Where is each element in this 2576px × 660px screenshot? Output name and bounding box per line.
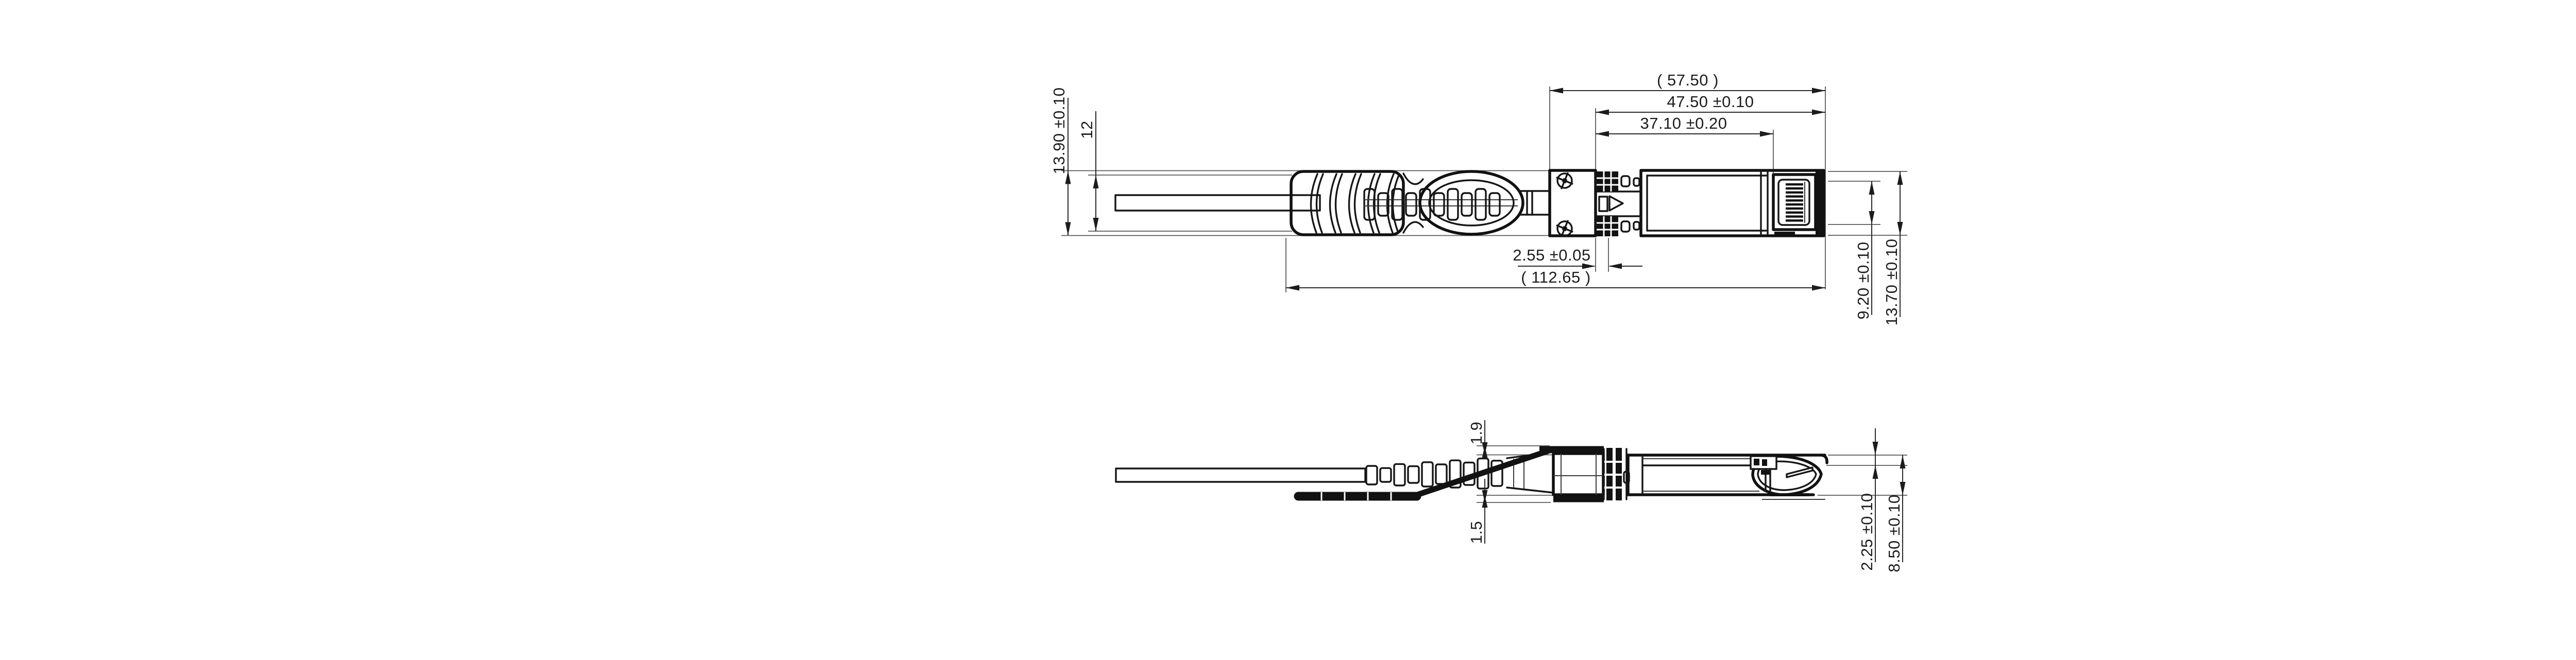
corrugation-tooth <box>1435 463 1448 485</box>
bail-latch-side <box>1750 455 1825 500</box>
contact-stripe <box>1786 191 1803 194</box>
dim-label: 13.70 ±0.10 <box>1883 238 1901 325</box>
corrugation-tooth <box>1393 463 1406 487</box>
dim-latch-offset: 2.55 ±0.05 <box>1513 246 1642 269</box>
contact-stripe <box>1786 211 1803 214</box>
contact-stripe <box>1786 187 1803 190</box>
dim-body-length: 37.10 ±0.20 <box>1596 114 1773 137</box>
contact-stripe <box>1786 195 1803 198</box>
screw-icon <box>1556 220 1573 237</box>
dim-housing-width: 13.70 ±0.10 <box>1883 171 1903 326</box>
emi-rings-side <box>1603 448 1628 500</box>
boot-barrel-top <box>1290 170 1424 236</box>
dim-label: 8.50 ±0.10 <box>1885 494 1903 572</box>
boot-rib <box>1392 173 1400 234</box>
dim-label: 2.55 ±0.05 <box>1513 246 1590 264</box>
corrugation-tooth <box>1405 192 1417 217</box>
corrugation-tooth <box>1475 188 1487 221</box>
dim-boot-body-width: 12 <box>1078 111 1099 231</box>
corrugation-tooth <box>1391 188 1403 221</box>
corrugation-tooth <box>1461 192 1473 217</box>
dim-tab-below-body: 1.5 <box>1467 479 1488 544</box>
side-view: 1.9 1.5 2.25 ±0.10 8.50 ±0.10 <box>1115 420 1907 572</box>
side-view-extension-lines <box>1477 445 1907 503</box>
dim-label: 1.5 <box>1467 521 1485 544</box>
boot-rib <box>1348 173 1357 234</box>
contact-stripe <box>1786 203 1803 206</box>
dim-label: ( 112.65 ) <box>1521 268 1590 286</box>
screw-plate-top <box>1548 169 1597 237</box>
corrugation-tooth <box>1490 460 1503 487</box>
dim-label: 37.10 ±0.20 <box>1640 114 1727 132</box>
boot-rib <box>1310 173 1318 234</box>
boot-rib <box>1315 173 1324 234</box>
boot-rib <box>1353 173 1362 234</box>
corrugation-tooth <box>1365 465 1378 485</box>
dim-top-step-height: 2.25 ±0.10 <box>1858 428 1878 571</box>
latch-detail-top <box>1595 170 1642 237</box>
dim-overall-housing-ref: ( 57.50 ) <box>1550 71 1825 94</box>
dim-housing-height: 8.50 ±0.10 <box>1885 455 1906 572</box>
contact-stripe <box>1786 199 1803 202</box>
corrugation-tooth <box>1363 188 1376 221</box>
dim-label: 13.90 ±0.10 <box>1050 87 1068 174</box>
dim-label: 47.50 ±0.10 <box>1667 93 1754 111</box>
cable-top <box>1114 194 1321 212</box>
dim-boot-max-width: 13.90 ±0.10 <box>1050 87 1071 236</box>
dim-housing-assembly-length: 47.50 ±0.10 <box>1596 93 1825 115</box>
dim-overall-length-ref: ( 112.65 ) <box>1286 268 1825 291</box>
dim-label: 2.25 ±0.10 <box>1858 493 1876 570</box>
top-view: ( 57.50 ) 47.50 ±0.10 37.10 ±0.20 2.55 ±… <box>1050 71 1907 326</box>
dim-tab-above-body: 1.9 <box>1467 420 1488 458</box>
corrugation-tooth <box>1449 459 1462 489</box>
dim-label: 1.9 <box>1467 422 1485 445</box>
dim-label: 9.20 ±0.10 <box>1854 241 1872 319</box>
contact-stripe <box>1786 207 1803 210</box>
corrugation-tooth <box>1407 465 1420 484</box>
pull-tab-loop-top <box>1363 170 1551 236</box>
corrugation-tooth <box>1488 192 1501 217</box>
corrugation-tooth <box>1447 188 1459 221</box>
boot-rib <box>1367 173 1376 234</box>
connector-edge-top <box>1772 170 1824 236</box>
corrugation-tooth <box>1433 192 1445 217</box>
corrugation-tooth <box>1379 467 1392 483</box>
screw-icon <box>1556 172 1573 189</box>
corrugation-tooth <box>1377 192 1389 217</box>
cable-side <box>1115 467 1366 483</box>
dim-label: 12 <box>1078 120 1096 138</box>
contact-stripe <box>1786 219 1803 222</box>
dim-connector-edge-width: 9.20 ±0.10 <box>1854 181 1875 320</box>
clamp-block-side <box>1552 452 1605 496</box>
boot-rib <box>1386 173 1395 234</box>
dim-label: ( 57.50 ) <box>1657 71 1719 89</box>
corrugation-tooth <box>1421 461 1434 488</box>
boot-rib <box>1329 173 1337 234</box>
contact-stripe <box>1786 215 1803 218</box>
contact-stripe <box>1786 183 1803 186</box>
boot-rib <box>1334 173 1343 234</box>
pull-tab-side <box>1294 446 1604 502</box>
